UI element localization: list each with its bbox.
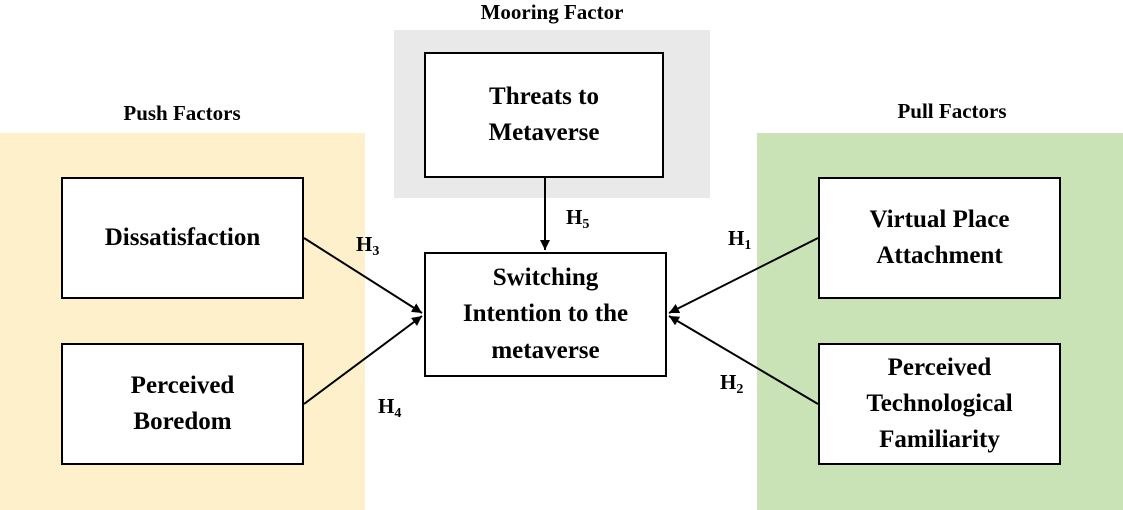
- hypothesis-h1-label: H1: [728, 226, 751, 254]
- hypothesis-number: 5: [582, 217, 590, 232]
- perceived-boredom-node: Perceived Boredom: [61, 343, 304, 465]
- hypothesis-h2-label: H2: [720, 370, 743, 398]
- node-line: Metaverse: [488, 119, 600, 146]
- hypothesis-h3-label: H3: [356, 232, 379, 260]
- hypothesis-number: 3: [372, 244, 380, 259]
- mooring-factor-label: Mooring Factor: [480, 0, 624, 24]
- node-line: Virtual Place: [869, 205, 1010, 233]
- switching-intention-node: Switching Intention to the metaverse: [424, 252, 667, 377]
- dissatisfaction-node: Dissatisfaction: [61, 177, 304, 299]
- node-line: Switching: [492, 264, 599, 292]
- hypothesis-letter: H: [356, 232, 373, 256]
- node-line: Familiarity: [879, 426, 1000, 454]
- node-line: Perceived: [887, 353, 992, 381]
- hypothesis-letter: H: [378, 394, 395, 418]
- threats-to-metaverse-node: Threats to Metaverse: [424, 52, 664, 178]
- arrow-h2: [668, 315, 819, 405]
- node-line: Intention to the: [462, 300, 629, 328]
- node-line: Perceived: [130, 371, 235, 399]
- hypothesis-number: 1: [744, 238, 752, 253]
- arrow-h4: [303, 315, 423, 405]
- arrow-h3: [303, 237, 423, 314]
- hypothesis-letter: H: [720, 370, 737, 394]
- hypothesis-number: 2: [736, 382, 744, 397]
- push-factors-label: Push Factors: [123, 101, 241, 125]
- node-line: Attachment: [876, 242, 1003, 269]
- hypothesis-number: 4: [394, 406, 402, 421]
- hypothesis-letter: H: [728, 226, 745, 250]
- perceived-technological-familiarity-node: Perceived Technological Familiarity: [818, 343, 1061, 465]
- node-line: metaverse: [491, 336, 600, 364]
- node-line: Technological: [866, 389, 1013, 417]
- arrow-h1: [668, 237, 819, 314]
- node-line: Threats to: [489, 82, 599, 110]
- node-line: Dissatisfaction: [104, 223, 261, 251]
- hypothesis-h5-label: H5: [566, 205, 589, 233]
- hypothesis-letter: H: [566, 205, 583, 229]
- virtual-place-attachment-node: Virtual Place Attachment: [818, 177, 1061, 299]
- hypothesis-h4-label: H4: [378, 394, 401, 422]
- node-line: Boredom: [133, 408, 232, 435]
- pull-factors-label: Pull Factors: [897, 99, 1007, 123]
